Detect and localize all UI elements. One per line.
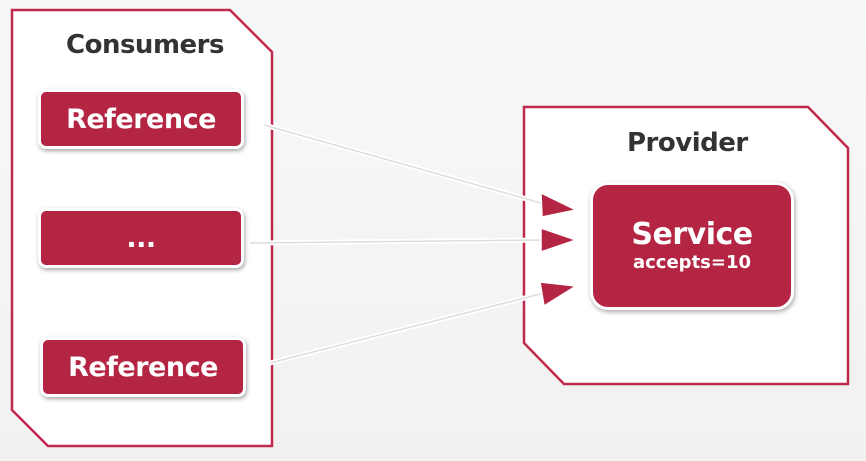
consumers-title: Consumers (66, 30, 224, 60)
arrow-head-middle (540, 226, 579, 254)
reference-box-2: Reference (40, 337, 246, 397)
arrow-line-bottom-inner (269, 291, 549, 364)
arrow-line-middle-inner (249, 239, 547, 244)
reference-label-ellipsis: ... (126, 222, 156, 254)
reference-box-ellipsis: ... (38, 208, 244, 268)
service-box: Service accepts=10 (590, 182, 794, 310)
arrow-line-top-inner (263, 124, 549, 206)
service-label: Service (631, 217, 753, 252)
reference-label-1: Reference (66, 103, 216, 135)
reference-box-1: Reference (38, 89, 244, 149)
arrow-head-bottom (539, 281, 579, 308)
arrow-head-top (540, 191, 579, 218)
service-detail: accepts=10 (632, 252, 752, 273)
reference-label-2: Reference (68, 351, 218, 383)
provider-title: Provider (627, 128, 748, 158)
